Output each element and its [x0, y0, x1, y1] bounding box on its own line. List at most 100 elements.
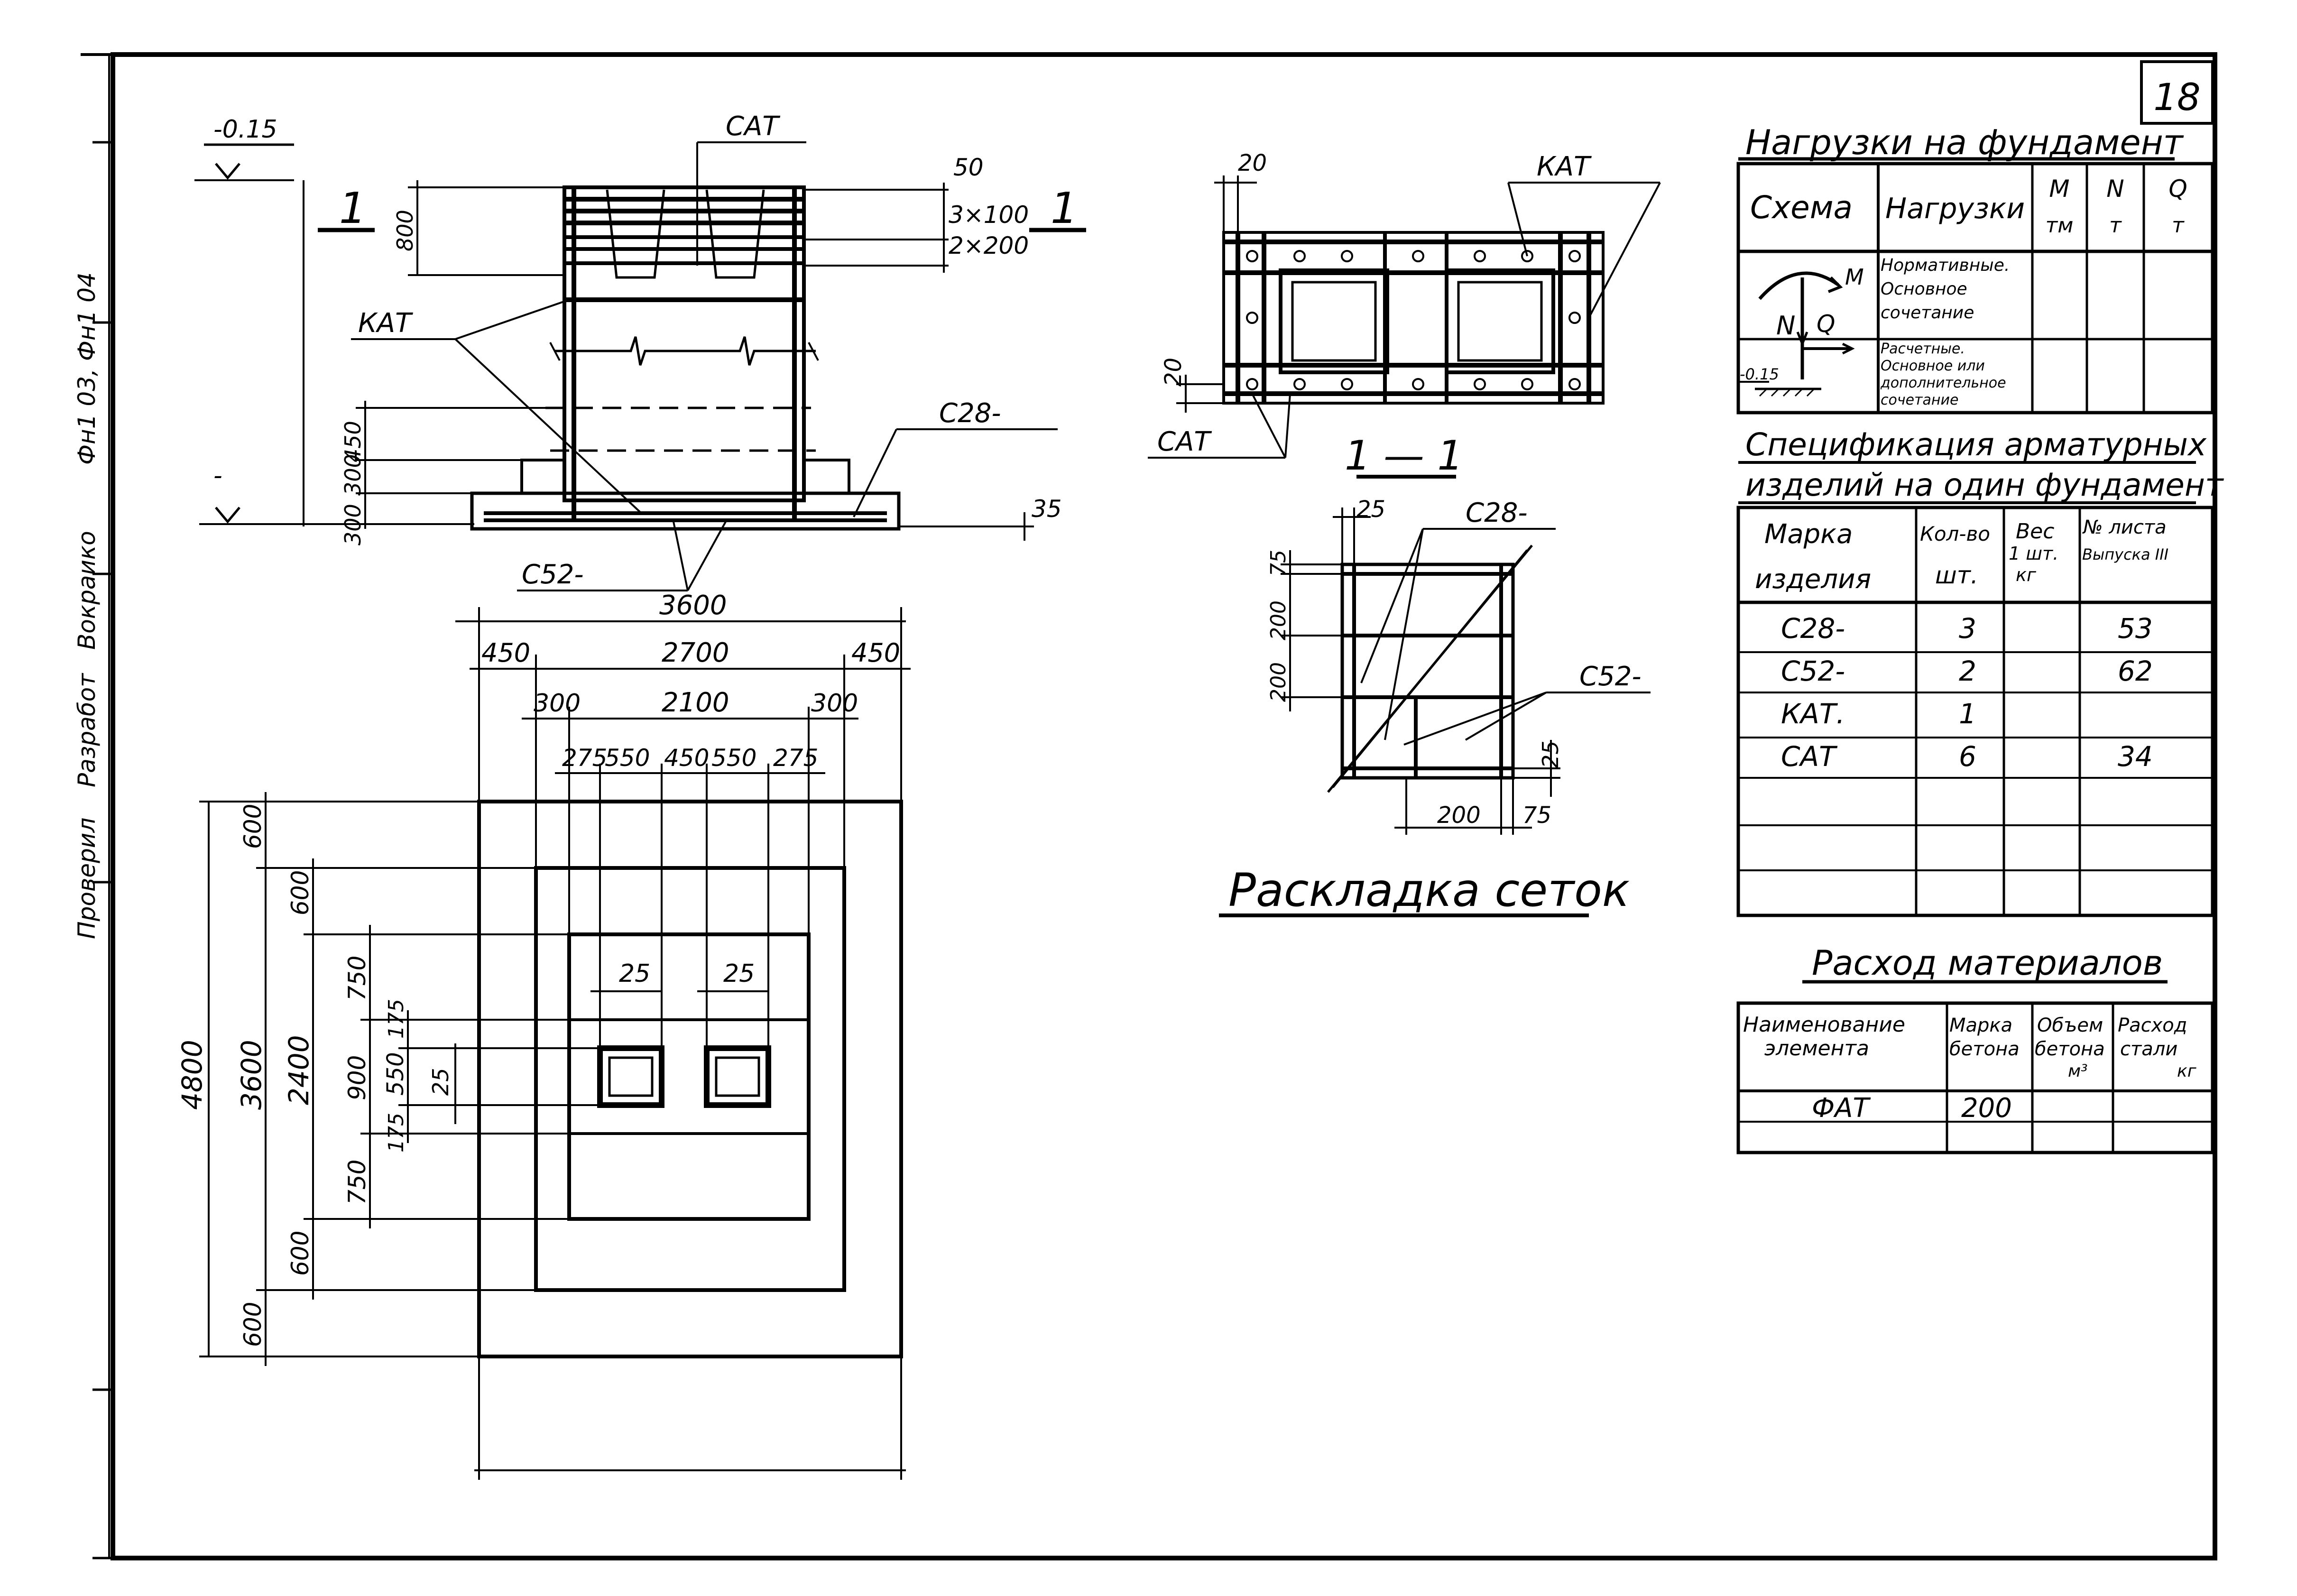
- stamp-drafted: Разработ: [73, 673, 101, 787]
- dim-3x100-elev: 3×100: [949, 201, 1029, 229]
- spec-row-0-sheet: 53: [2118, 612, 2153, 645]
- materials-header-name-1: Наименование: [1743, 1013, 1905, 1037]
- materials-title: Расход материалов: [1812, 943, 2163, 983]
- loads-table: Нагрузки на фундамент Схема Нагрузки M т…: [1736, 122, 2214, 415]
- loads-title: Нагрузки на фундамент: [1745, 122, 2184, 162]
- section-mark-left: 1: [339, 184, 366, 233]
- dim-200-layout-left-a: 200: [1266, 600, 1291, 640]
- sheet-frame: 18: [81, 52, 2217, 1560]
- foundation-plan: 3600 2700 450 450 2100 300 300 275 550 4…: [176, 590, 911, 1480]
- dim-20-side-mesh: 20: [1160, 358, 1187, 387]
- foundation-elevation: -0.15 - 1 1: [194, 111, 1086, 591]
- label-sat-mesh: САТ: [1157, 426, 1212, 457]
- dim-v-part-b: 900: [343, 1055, 371, 1100]
- spec-row-3-sheet: 34: [2118, 740, 2153, 773]
- layout-title: Раскладка сеток: [1228, 864, 1630, 917]
- spec-row-0-mark: С28-: [1781, 612, 1845, 645]
- loads-scheme-m: M: [1845, 264, 1864, 290]
- dim-opening-between: 450: [664, 744, 709, 772]
- dim-wall-left: 25: [619, 959, 650, 988]
- spec-row-2-mark: КАТ.: [1781, 698, 1845, 730]
- dim-v-column-edge-top: 600: [286, 870, 314, 915]
- dim-column-plan: 2100: [662, 687, 729, 718]
- dim-v-column-edge-bottom: 600: [286, 1231, 314, 1276]
- dim-opening-left: 550: [605, 744, 650, 772]
- dim-v-edge-top: 600: [239, 804, 267, 849]
- loads-scheme-sketch: N Q M -0.15: [1738, 264, 1864, 397]
- stamp-designation: Фн1 03, Фн1 04: [73, 272, 101, 465]
- materials-header-name-2: элемента: [1764, 1036, 1869, 1061]
- dim-v-opening: 550: [382, 1052, 409, 1096]
- loads-header-m: M: [2049, 175, 2069, 203]
- spec-title-line2: изделий на один фундамент: [1745, 467, 2224, 503]
- materials-header-steel-1: Расход: [2118, 1015, 2187, 1036]
- mesh-section-1-1: 20 20 КАТ САТ 1 — 1: [1148, 150, 1661, 480]
- spec-row-3-qty: 6: [1959, 740, 1976, 773]
- dim-step-right-plan: 450: [851, 638, 900, 668]
- loads-scheme-n: N: [1776, 311, 1795, 341]
- level-top: -0.15: [213, 115, 277, 144]
- stamp-name: Вокраико: [73, 531, 101, 650]
- label-c28-elev: С28-: [939, 398, 1001, 429]
- dim-v-opening-edge-top: 175: [384, 999, 408, 1039]
- spec-header-qty-1: Кол-во: [1920, 522, 1990, 545]
- mesh-layout: 25 75 200 200 200 75 25 С28- С52- Раскла…: [1219, 496, 1651, 917]
- label-c52-elev: С52-: [522, 559, 584, 590]
- dim-opening-right: 550: [711, 744, 756, 772]
- spec-header-weight-2: 1 шт.: [2009, 543, 2058, 564]
- dim-v-wall: 25: [428, 1068, 453, 1096]
- dim-75-layout-left: 75: [1266, 550, 1291, 576]
- dim-v-part-a-top: 750: [343, 956, 371, 1001]
- dim-v-step: 3600: [235, 1040, 268, 1110]
- materials-row-0-grade: 200: [1961, 1093, 2012, 1124]
- dim-300a-elev: 300: [340, 454, 366, 496]
- mesh-bar-dots: [1246, 250, 1581, 390]
- dim-2x200-elev: 2×200: [949, 232, 1029, 259]
- dim-step-plan: 2700: [662, 637, 729, 668]
- dim-25-layout-top: 25: [1356, 496, 1385, 523]
- spec-row-3-mark: САТ: [1781, 740, 1838, 773]
- label-c28-layout: С28-: [1466, 498, 1528, 528]
- dim-v-edge-bottom: 600: [239, 1302, 267, 1347]
- dim-200-layout-bottom: 200: [1437, 802, 1481, 829]
- dim-20-top-mesh: 20: [1238, 150, 1267, 176]
- label-c52-layout: С52-: [1579, 661, 1642, 692]
- spec-row-1-sheet: 62: [2118, 655, 2153, 687]
- spec-header-mark-2: изделия: [1755, 564, 1871, 595]
- section-mark-right: 1: [1051, 184, 1078, 233]
- label-kat-mesh: КАТ: [1537, 151, 1592, 182]
- loads-header-q-unit: т: [2172, 213, 2185, 238]
- dim-450-elev: 450: [340, 421, 366, 462]
- spec-row-0-qty: 3: [1959, 612, 1976, 645]
- materials-header-steel-3: кг: [2177, 1061, 2197, 1081]
- dim-50-elev: 50: [953, 154, 984, 181]
- dim-v-part-a-bottom: 750: [343, 1160, 371, 1205]
- dim-35-elev: 35: [1032, 495, 1062, 523]
- materials-header-grade-2: бетона: [1949, 1038, 2020, 1060]
- side-stamp: Проверил Разработ Вокраико Фн1 03, Фн1 0…: [73, 272, 101, 939]
- stamp-checked: Проверил: [73, 818, 101, 939]
- loads-header-n: N: [2106, 175, 2124, 203]
- dim-25-layout-right: 25: [1538, 740, 1563, 768]
- materials-header-steel-2: стали: [2120, 1038, 2177, 1060]
- dim-v-opening-edge-bottom: 175: [384, 1113, 408, 1153]
- dim-300b-elev: 300: [340, 504, 366, 545]
- dim-overall-plan: 3600: [659, 590, 727, 621]
- spec-header-qty-2: шт.: [1935, 562, 1978, 589]
- label-sat-elev: САТ: [726, 111, 780, 142]
- loads-scheme-level: -0.15: [1740, 365, 1779, 383]
- spec-row-2-qty: 1: [1959, 698, 1976, 730]
- materials-table: Расход материалов Наименование элемента …: [1736, 943, 2214, 1154]
- dim-200-layout-left-b: 200: [1266, 662, 1291, 702]
- dim-75-layout-bottom: 75: [1522, 802, 1551, 829]
- dim-800-elev: 800: [392, 210, 418, 251]
- label-kat-elev: КАТ: [358, 308, 413, 339]
- spec-header-weight-1: Вес: [2016, 519, 2054, 544]
- materials-header-volume-2: бетона: [2035, 1038, 2105, 1060]
- loads-row-design: Расчетные. Основное или дополнительное с…: [1881, 341, 2006, 408]
- loads-row-normative: Нормативные. Основное сочетание: [1881, 256, 2010, 323]
- dim-column-left-plan: 300: [534, 689, 581, 718]
- dim-v-column: 2400: [283, 1035, 315, 1105]
- loads-header-loads: Нагрузки: [1885, 192, 2025, 225]
